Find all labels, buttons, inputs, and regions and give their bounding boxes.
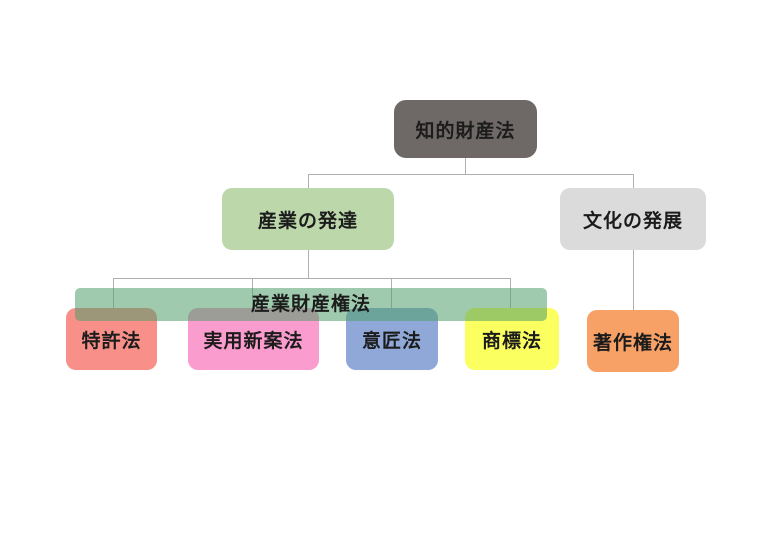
connector-industry-down: [308, 250, 309, 278]
node-patent-law-label: 特許法: [81, 330, 142, 352]
connector-to-culture: [633, 174, 634, 188]
connector-to-copyright: [633, 250, 634, 310]
connector-level2-horizontal: [113, 278, 511, 279]
node-copyright-law: 著作権法: [587, 310, 679, 372]
node-copyright-law-label: 著作権法: [592, 332, 673, 354]
connector-root-down: [465, 158, 466, 174]
node-cultural-development-label: 文化の発展: [582, 210, 683, 232]
node-industrial-development-label: 産業の発達: [257, 210, 358, 232]
node-design-law-label: 意匠法: [361, 330, 422, 352]
node-intellectual-property-law: 知的財産法: [394, 100, 537, 158]
connector-to-industry: [308, 174, 309, 188]
banner-industrial-property-rights-law: 産業財産権法: [75, 288, 547, 321]
node-intellectual-property-law-label: 知的財産法: [415, 120, 516, 142]
node-utility-model-law-label: 実用新案法: [203, 330, 304, 352]
node-trademark-law-label: 商標法: [481, 330, 542, 352]
connector-level1-horizontal: [308, 174, 634, 175]
node-cultural-development: 文化の発展: [560, 188, 706, 250]
banner-industrial-property-rights-law-label: 産業財産権法: [250, 294, 371, 315]
node-industrial-development: 産業の発達: [222, 188, 394, 250]
